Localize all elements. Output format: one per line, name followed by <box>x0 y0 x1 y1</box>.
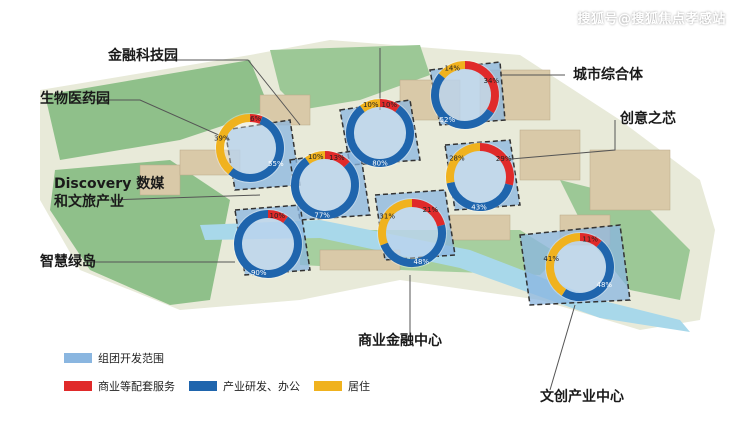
donut-backdrop <box>233 209 303 279</box>
donut-segment-commercial <box>579 233 602 248</box>
donut-value-label: 39% <box>214 134 230 142</box>
donut-segment-industry <box>346 105 414 167</box>
park-north <box>270 45 430 110</box>
donut-value-label: 52% <box>440 116 456 124</box>
legend-label-industry: 产业研发、办公 <box>223 380 300 393</box>
label-city-complex: 城市综合体 <box>573 67 643 83</box>
donut-value-label: 55% <box>268 160 284 168</box>
park-west <box>45 60 270 160</box>
donut-segment-industry <box>431 73 494 129</box>
donut-backdrop <box>430 60 500 130</box>
label-finance-tech: 金融科技园 <box>108 48 178 64</box>
donut-value-label: 10% <box>308 153 324 161</box>
donut-backdrop <box>445 142 515 212</box>
donut-segment-residential <box>438 61 466 79</box>
donut-backdrop <box>377 198 447 268</box>
donut-finance-tech: 6% 55% 39% <box>214 113 285 183</box>
donut-segment-commercial <box>324 151 350 168</box>
legend-cluster: 组团开发范围 <box>64 350 164 366</box>
donut-value-label: 34% <box>484 77 500 85</box>
donut-value-label: 10% <box>269 212 285 220</box>
legend-label-residential: 居住 <box>348 380 370 393</box>
label-discovery-line2: 和文旅产业 <box>54 194 124 210</box>
donut-segment-industry <box>380 224 446 267</box>
donut-value-label: 48% <box>413 258 429 266</box>
label-bio-pharma: 生物医药园 <box>40 91 110 107</box>
park-southwest <box>50 160 230 305</box>
label-smart-island: 智慧绿岛 <box>40 254 96 270</box>
legend-label-commercial: 商业等配套服务 <box>98 380 175 393</box>
donut-value-label: 14% <box>444 64 460 72</box>
donut-segment-commercial <box>249 114 263 124</box>
donut-value-label: 43% <box>471 203 487 211</box>
donut-value-label: 90% <box>251 269 267 277</box>
donut-creative-core: 29% 43% 28% <box>445 142 515 212</box>
legend-swatch-residential <box>314 381 342 391</box>
donut-city-complex: 34% 52% 14% <box>430 60 500 130</box>
leader-lines <box>80 48 616 391</box>
donut-segment-industry <box>291 157 359 219</box>
donut-backdrop <box>290 150 360 220</box>
legend-categories: 商业等配套服务 产业研发、办公 居住 <box>64 378 370 394</box>
donut-segment-residential <box>446 143 481 184</box>
donut-backdrop <box>345 98 415 168</box>
donut-segment-industry <box>561 240 614 301</box>
donut-backdrop <box>545 232 615 302</box>
label-discovery-line1: Discovery 数媒 <box>54 176 165 192</box>
donut-segment-industry <box>234 210 302 278</box>
donut-value-label: 77% <box>314 211 330 219</box>
donut-segment-industry <box>228 116 284 182</box>
donut-value-label: 28% <box>449 154 465 162</box>
donut-value-label: 10% <box>381 101 397 109</box>
legend-swatch-commercial <box>64 381 92 391</box>
label-commercial-finance: 商业金融中心 <box>358 333 442 349</box>
donut-value-label: 11% <box>582 235 598 243</box>
donut-segment-residential <box>305 151 326 165</box>
legend-label-cluster: 组团开发范围 <box>98 352 164 365</box>
donut-segment-commercial <box>479 143 514 186</box>
donut-smart-island: 10% 90% <box>233 209 303 279</box>
donut-value-label: 10% <box>363 101 379 109</box>
donut-value-label: 31% <box>379 213 395 221</box>
donut-segment-residential <box>378 199 413 246</box>
label-creative-core: 创意之芯 <box>620 111 676 127</box>
donut-value-label: 13% <box>329 154 345 162</box>
donut-cultural-creative: 11% 48% 41% <box>543 232 615 302</box>
donut-discovery: 13% 77% 10% <box>290 150 360 220</box>
donut-value-label: 29% <box>496 155 512 163</box>
legend-swatch-cluster <box>64 353 92 363</box>
donut-finance-upper: 10% 80% 10% <box>345 98 415 168</box>
donut-segment-industry <box>446 181 513 211</box>
label-cultural-creative: 文创产业中心 <box>540 389 624 405</box>
donut-commercial-finance: 21% 48% 31% <box>377 198 447 268</box>
donut-segment-residential <box>360 99 381 113</box>
donut-segment-commercial <box>411 199 445 227</box>
donut-value-label: 41% <box>543 255 559 263</box>
donut-segment-commercial <box>379 99 400 113</box>
donut-charts: 6% 55% 39% 10% 80% 10% 34% 52% 14% 13% 77% 10% 29% 43… <box>214 60 615 302</box>
donut-segment-residential <box>216 114 251 175</box>
watermark-text: 搜狐号@搜狐焦点孝感站 <box>577 12 726 27</box>
donut-value-label: 21% <box>423 206 439 214</box>
donut-value-label: 48% <box>596 281 612 289</box>
donut-segment-commercial <box>267 210 288 224</box>
donut-value-label: 6% <box>250 115 261 123</box>
donut-backdrop <box>215 113 285 183</box>
donut-segment-residential <box>546 233 581 296</box>
legend-swatch-industry <box>189 381 217 391</box>
donut-segment-commercial <box>464 61 499 114</box>
water-channel <box>200 220 690 332</box>
donut-value-label: 80% <box>372 160 388 168</box>
